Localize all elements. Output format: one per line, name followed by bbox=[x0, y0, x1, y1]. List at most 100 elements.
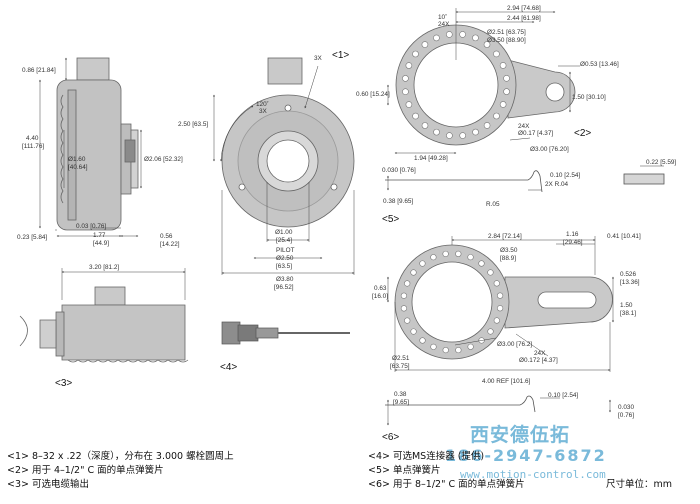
m-offset: 0.63 bbox=[374, 285, 387, 292]
m-slot-width: 0.526 bbox=[620, 271, 636, 278]
m-hole-count: 24X bbox=[534, 350, 546, 357]
dim-body-length: 4.40 bbox=[26, 135, 39, 142]
m-hole-dia: Ø0.172 [4.37] bbox=[519, 357, 558, 364]
s-depth: 0.38 [9.65] bbox=[383, 198, 413, 205]
bolt-hole bbox=[402, 88, 409, 96]
note-5: <5> 单点弹簧片 bbox=[368, 465, 441, 476]
m-ring-dia: Ø3.00 [76.2] bbox=[497, 341, 532, 348]
m-slot-center: 1.16 bbox=[566, 231, 579, 238]
t-angle: 10˚ bbox=[438, 13, 447, 21]
dim-flange-width-mm: [14.22] bbox=[160, 241, 180, 248]
dim-pilot-mm: [63.5] bbox=[276, 263, 292, 270]
dim-hub-dia: Ø1.60 bbox=[68, 156, 86, 163]
callout-1: <1> bbox=[332, 50, 349, 61]
bolt-hole bbox=[421, 122, 429, 129]
bolt-hole bbox=[433, 128, 440, 136]
m-bolt-circle: Ø2.51 bbox=[392, 355, 410, 362]
bolt-hole bbox=[487, 269, 494, 276]
m-slot-center-mm: [29.46] bbox=[563, 239, 583, 246]
t-ring-dia: Ø3.00 [76.20] bbox=[530, 146, 569, 153]
spring-side-view-large bbox=[385, 395, 536, 413]
bolt-hole bbox=[496, 292, 504, 299]
watermark-phone: 186-2947-6872 bbox=[445, 446, 607, 465]
t-outer-dia: Ø3.50 [88.90] bbox=[487, 37, 526, 44]
dim-hub-dia-mm: [40.64] bbox=[68, 164, 88, 171]
bolt-hole bbox=[478, 260, 485, 267]
m-slot-end: 0.41 [10.41] bbox=[607, 233, 641, 240]
bolt-hole bbox=[472, 34, 479, 42]
bolt-hole bbox=[467, 343, 474, 350]
m-height: 1.50 bbox=[620, 302, 633, 309]
note-6: <6> 用于 8–1/2" C 面的单点弹簧片 bbox=[368, 479, 525, 490]
dim-pilot: Ø2.50 bbox=[276, 255, 294, 262]
callout-2: <2> bbox=[574, 128, 591, 139]
bolt-hole bbox=[442, 250, 449, 258]
b-tab: 0.10 [2.54] bbox=[548, 392, 578, 399]
note-2: <2> 用于 4–1/2" C 面的单点弹簧片 bbox=[7, 465, 164, 476]
callout-6: <6> bbox=[382, 432, 399, 443]
t-height: 1.50 [30.10] bbox=[572, 94, 606, 101]
bolt-hole bbox=[410, 328, 417, 335]
bolt-hole bbox=[483, 122, 491, 129]
bolt-hole bbox=[503, 74, 510, 82]
bolt-hole bbox=[499, 101, 507, 108]
bolt-hole bbox=[419, 337, 426, 344]
bolt-hole bbox=[455, 250, 462, 258]
t-hole-dia: Ø0.17 [4.37] bbox=[518, 130, 553, 137]
s-tab: 0.10 [2.54] bbox=[550, 172, 580, 179]
note-3: <3> 可选电缆输出 bbox=[7, 479, 89, 490]
callout-4: <4> bbox=[220, 362, 237, 373]
t-offset: 0.60 [15.24] bbox=[356, 91, 390, 98]
m-offset-mm: [16.0] bbox=[372, 293, 388, 300]
callout-3: <3> bbox=[55, 378, 72, 389]
s-thickness: 0.030 [0.76] bbox=[382, 167, 416, 174]
dim-depth-mm: [44.9] bbox=[93, 240, 109, 247]
encoder-side-view bbox=[56, 57, 139, 231]
bolt-hole bbox=[400, 305, 408, 312]
tether-ring-small bbox=[395, 24, 576, 146]
tether-holes-large bbox=[400, 250, 504, 354]
s-radius: 2X R.04 bbox=[545, 181, 569, 188]
dim-angle: 120˚ bbox=[256, 100, 269, 108]
b-depth-mm: [9.65] bbox=[393, 399, 409, 406]
bolt-hole bbox=[499, 62, 507, 69]
bolt-hole bbox=[487, 328, 494, 335]
dim-cable-width: 3.20 [81.2] bbox=[89, 264, 119, 271]
ms-connector bbox=[221, 321, 350, 345]
bolt-hole bbox=[503, 88, 510, 95]
bolt-hole bbox=[404, 280, 411, 287]
bolt-hole bbox=[410, 269, 417, 276]
dim-angle-count: 3X bbox=[259, 108, 268, 115]
watermark-url: www.motion-control.com bbox=[460, 468, 606, 481]
bolt-hole bbox=[446, 132, 453, 139]
dim-body-length-mm: [111.76] bbox=[22, 143, 44, 150]
bolt-hole bbox=[419, 260, 426, 267]
m-outer-dia: Ø3.50 bbox=[500, 247, 518, 254]
bolt-hole bbox=[445, 31, 453, 38]
bolt-hole bbox=[421, 41, 429, 48]
b-depth: 0.38 bbox=[394, 391, 407, 398]
m-bolt-circle-mm: [63.75] bbox=[390, 363, 410, 370]
t-half-width: 1.94 [49.28] bbox=[414, 155, 448, 162]
callout-5: <5> bbox=[382, 214, 399, 225]
m-ref-length: 4.00 REF [101.6] bbox=[482, 378, 531, 385]
dim-front-height: 2.50 [63.5] bbox=[178, 121, 208, 128]
bolt-hole bbox=[442, 346, 449, 354]
spring-side-view bbox=[385, 170, 665, 193]
dim-offset: 0.23 [5.84] bbox=[17, 234, 47, 241]
dim-flange-width: 0.56 bbox=[160, 233, 173, 240]
bolt-hole bbox=[493, 50, 500, 58]
encoder-front-view bbox=[221, 57, 355, 228]
bolt-hole bbox=[472, 128, 479, 136]
bolt-hole bbox=[493, 280, 500, 287]
m-slot-width-mm: [13.36] bbox=[620, 279, 640, 286]
bolt-hole bbox=[404, 317, 411, 324]
t-center: 2.44 [61.98] bbox=[507, 15, 541, 22]
bolt-hole bbox=[496, 305, 504, 312]
notes-left: <1> 8–32 x .22（深度），分布在 3.000 螺栓圆周上 <2> 用… bbox=[7, 450, 234, 492]
t-hole-count-2: 24X bbox=[518, 123, 530, 130]
dim-bore: Ø1.00 bbox=[275, 229, 293, 236]
bolt-hole bbox=[467, 254, 474, 261]
bolt-hole bbox=[430, 254, 437, 261]
notes-right: <4> 可选MS连接器 (提供) <5> 单点弹簧片 <6> 用于 8–1/2"… bbox=[368, 450, 525, 492]
